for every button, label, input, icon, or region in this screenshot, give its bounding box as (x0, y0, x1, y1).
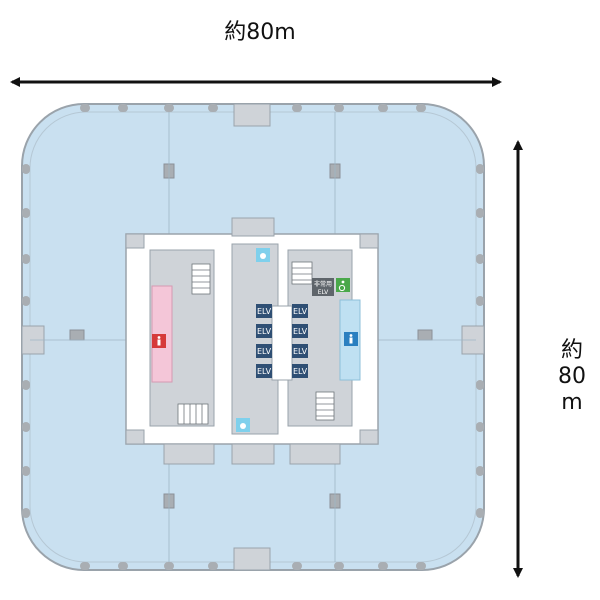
stairwell-bottom-left (177, 403, 209, 425)
elevator-label: ELV (293, 327, 308, 336)
stairwell-top-right (291, 261, 313, 285)
perimeter-columns (22, 104, 484, 570)
elevator-car: ELV (256, 324, 272, 338)
core-corner-nw (125, 233, 145, 249)
height-dimension-label: 約 80 m (548, 338, 596, 416)
core-corner-se (359, 429, 379, 445)
elevator-label: ELV (257, 367, 272, 376)
elevator-car: ELV (256, 364, 272, 378)
elevator-lobby (271, 305, 293, 381)
stairwell-top-left (191, 263, 211, 295)
width-dimension-label: 約80m (224, 20, 296, 45)
core-top-notch (231, 217, 275, 237)
core-bottom-block-left (163, 443, 215, 465)
water-station-icon (236, 418, 250, 432)
core-corner-ne (359, 233, 379, 249)
stairwell-bottom-right (315, 391, 335, 421)
structural-grid-lines (30, 112, 476, 562)
accessible-toilet-icon (152, 334, 166, 348)
elevator-car: ELV (292, 364, 308, 378)
elevator-label: ELV (293, 307, 308, 316)
core-center-shaft (231, 243, 279, 435)
elevator-label: ELV (293, 367, 308, 376)
elevator-car: ELV (292, 304, 308, 318)
elevator-label: ELV (293, 347, 308, 356)
water-station-icon (256, 248, 270, 262)
elevator-label: ELV (257, 347, 272, 356)
core-corner-sw (125, 429, 145, 445)
elevator-car: ELV (292, 324, 308, 338)
elevator-label: ELV (257, 307, 272, 316)
elevator-car: ELV (256, 344, 272, 358)
restroom-icon (344, 332, 358, 346)
wheelchair-icon (336, 278, 350, 292)
elevator-car: ELV (292, 344, 308, 358)
emergency-elevator-label: ELV (318, 289, 329, 296)
emergency-elevator: 非常用 ELV (312, 278, 334, 296)
height-label-line: m (561, 390, 583, 415)
height-label-line: 約 (560, 338, 583, 363)
elevator-label: ELV (257, 327, 272, 336)
core-bottom-notch (231, 443, 275, 465)
emergency-elevator-label: 非常用 (314, 280, 332, 288)
core-bottom-block-right (289, 443, 341, 465)
height-label-line: 80 (558, 364, 586, 389)
elevator-car: ELV (256, 304, 272, 318)
